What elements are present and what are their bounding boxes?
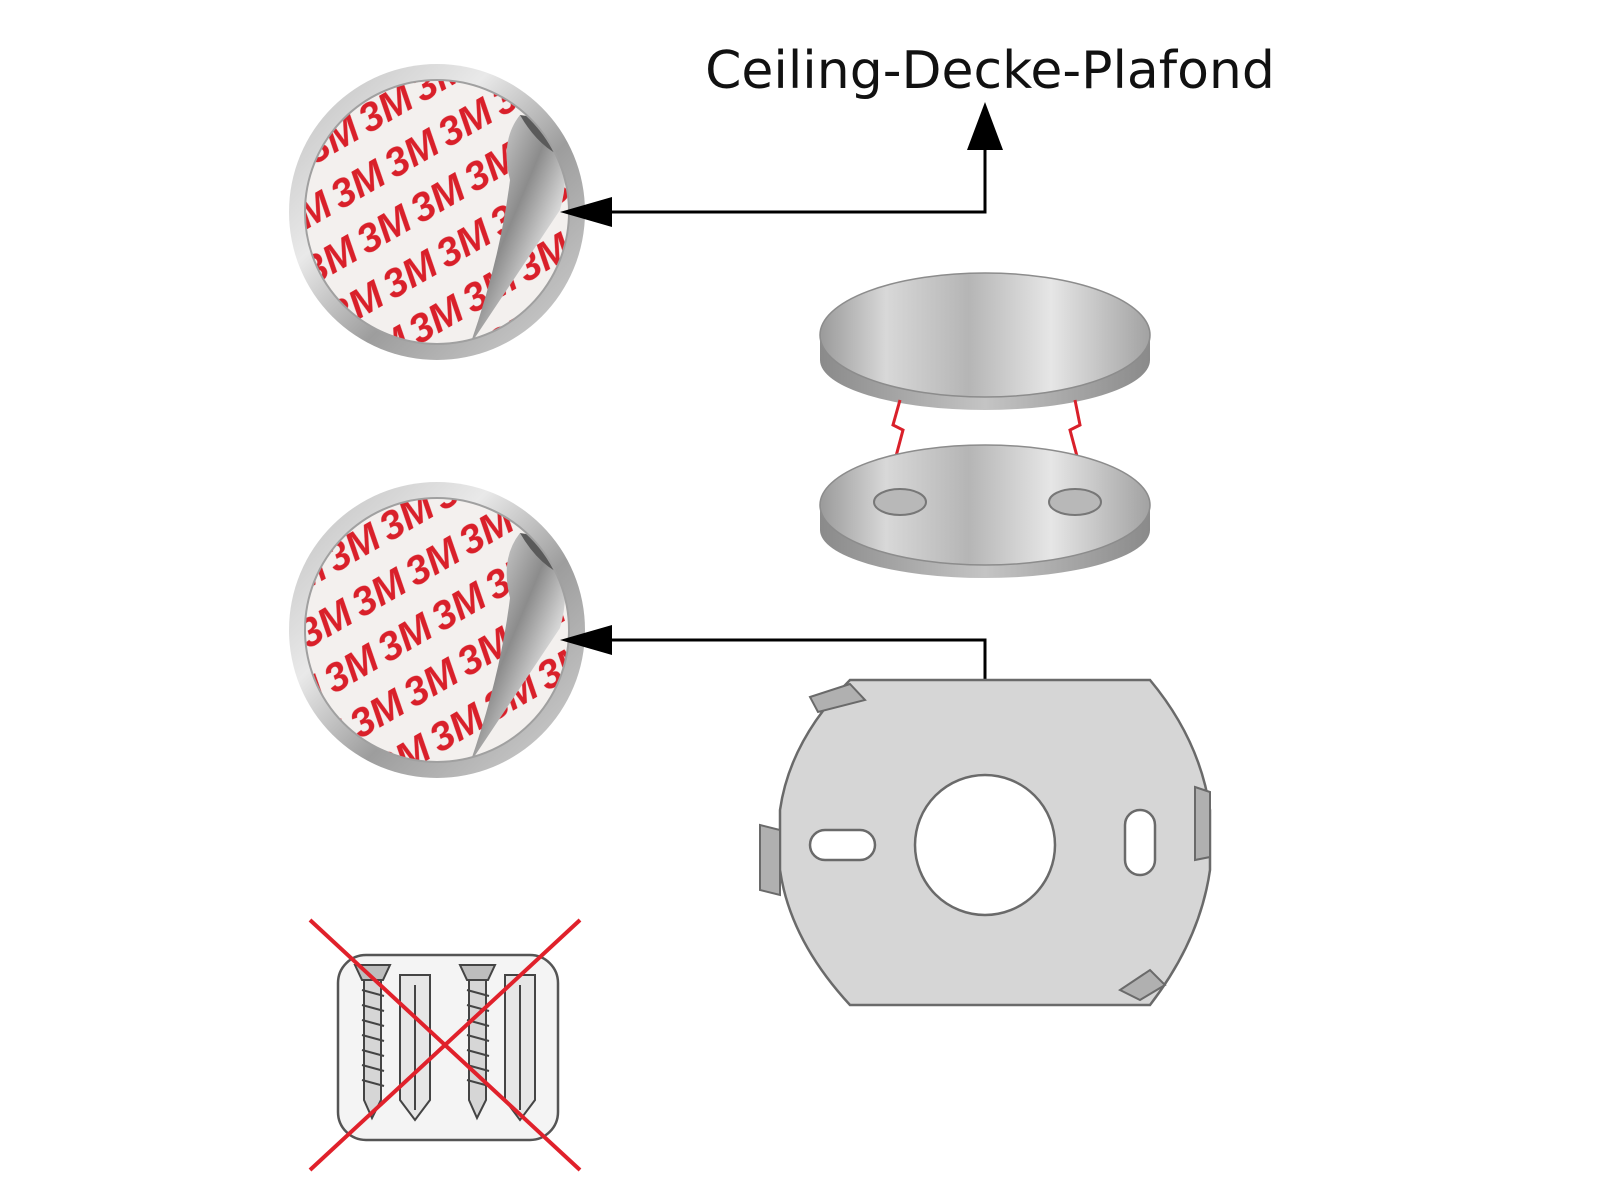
no-screws-icon [308, 918, 582, 1172]
screw-icon [458, 964, 497, 1121]
arrow-top [600, 148, 987, 214]
arrow-left-head-top [560, 197, 612, 227]
ceiling-label: Ceiling-Decke-Plafond [705, 41, 1275, 101]
bottom-adhesive-pad-icon [289, 482, 585, 778]
wall-plug-icon [399, 974, 431, 1122]
cross-line-2 [308, 918, 582, 1172]
arrow-left-head-bottom [560, 625, 612, 655]
top-adhesive-pad-icon [289, 64, 585, 360]
magnetic-disc-pair-icon [819, 272, 1151, 578]
mounting-plate-icon [759, 678, 1212, 1007]
arrow-up-head [967, 102, 1003, 150]
wall-plug-icon [504, 974, 536, 1122]
